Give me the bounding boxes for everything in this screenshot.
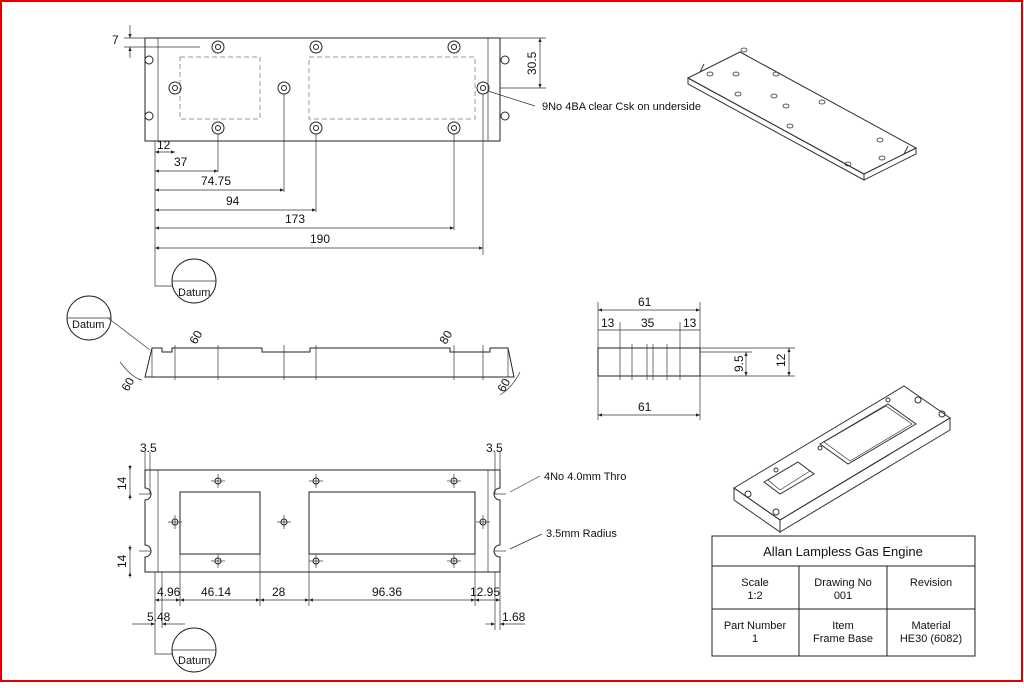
top-view-hidden-pocket-right (308, 56, 476, 120)
dim-12: 12 (157, 138, 171, 152)
part-number-label: Part Number (724, 620, 787, 632)
angle-60-c: 60 (494, 376, 513, 395)
dim-12-95: 12.95 (470, 585, 500, 599)
dim-12-end: 12 (774, 353, 788, 367)
scale-value: 1:2 (747, 590, 762, 602)
material-label: Material (911, 620, 950, 632)
side-view-hole-lines (174, 345, 484, 380)
dim-30-5: 30.5 (525, 51, 539, 75)
dim-4-96: 4.96 (157, 585, 181, 599)
dim-190: 190 (310, 232, 330, 246)
top-view-hidden-pocket-left (179, 56, 261, 120)
note-csk-holes: 9No 4BA clear Csk on underside (542, 101, 701, 113)
note-holes-thro: 4No 4.0mm Thro (544, 471, 626, 483)
isometric-view-bottom (733, 385, 951, 533)
side-view: Datum 60 80 60 60 (66, 295, 521, 396)
material-value: HE30 (6082) (900, 633, 962, 645)
dim-35: 35 (641, 316, 655, 330)
cutout-right (308, 491, 476, 555)
datum-label-side: Datum (72, 319, 104, 331)
dim-61-top: 61 (638, 295, 652, 309)
bottom-view-outline (144, 469, 501, 573)
dim-3-5-right: 3.5 (486, 441, 503, 455)
revision-label: Revision (910, 577, 952, 589)
dim-173: 173 (285, 212, 305, 226)
dim-94: 94 (226, 194, 240, 208)
dim-37: 37 (174, 155, 188, 169)
dim-28: 28 (272, 585, 286, 599)
dim-13-right: 13 (683, 316, 697, 330)
part-number-value: 1 (752, 633, 758, 645)
datum-label-top: Datum (178, 287, 210, 299)
top-view-outline (144, 37, 501, 142)
angle-60-b: 60 (118, 375, 137, 394)
dim-61-bottom: 61 (638, 400, 652, 414)
title-block-title: Allan Lampless Gas Engine (763, 544, 923, 559)
dim-74-75: 74.75 (201, 174, 231, 188)
title-block: Allan Lampless Gas Engine Scale 1:2 Draw… (711, 535, 976, 657)
drawing-no-label: Drawing No (814, 577, 871, 589)
dim-96-36: 96.36 (372, 585, 402, 599)
top-view: 7 30.5 9No 4BA clear Csk on underside 12… (112, 25, 701, 304)
dim-13-left: 13 (601, 316, 615, 330)
drawing-no-value: 001 (834, 590, 852, 602)
dim-9-5: 9.5 (732, 355, 746, 372)
end-view-outline (597, 347, 701, 377)
dim-3-5-left: 3.5 (140, 441, 157, 455)
dim-14-top: 14 (115, 476, 129, 490)
dim-14-bottom: 14 (115, 554, 129, 568)
isometric-view-top (686, 47, 918, 181)
angle-60-a: 60 (186, 328, 205, 347)
scale-label: Scale (741, 577, 769, 589)
note-radius: 3.5mm Radius (546, 528, 617, 540)
bottom-view: 3.5 3.5 14 14 4No 4.0mm Thro 3.5mm Radiu… (115, 441, 626, 673)
dim-1-68: 1.68 (502, 610, 526, 624)
end-view: 61 13 35 13 9.5 12 61 (597, 295, 795, 420)
dim-7: 7 (112, 33, 119, 47)
cutout-left (179, 491, 261, 555)
bottom-view-holes (171, 477, 487, 565)
dim-5-48: 5.48 (147, 610, 171, 624)
datum-label-bottom: Datum (178, 655, 210, 667)
angle-80: 80 (436, 328, 455, 347)
item-label: Item (832, 620, 853, 632)
dim-46-14: 46.14 (201, 585, 231, 599)
side-view-outline (144, 347, 515, 378)
item-value: Frame Base (813, 633, 873, 645)
top-view-holes (144, 40, 510, 135)
